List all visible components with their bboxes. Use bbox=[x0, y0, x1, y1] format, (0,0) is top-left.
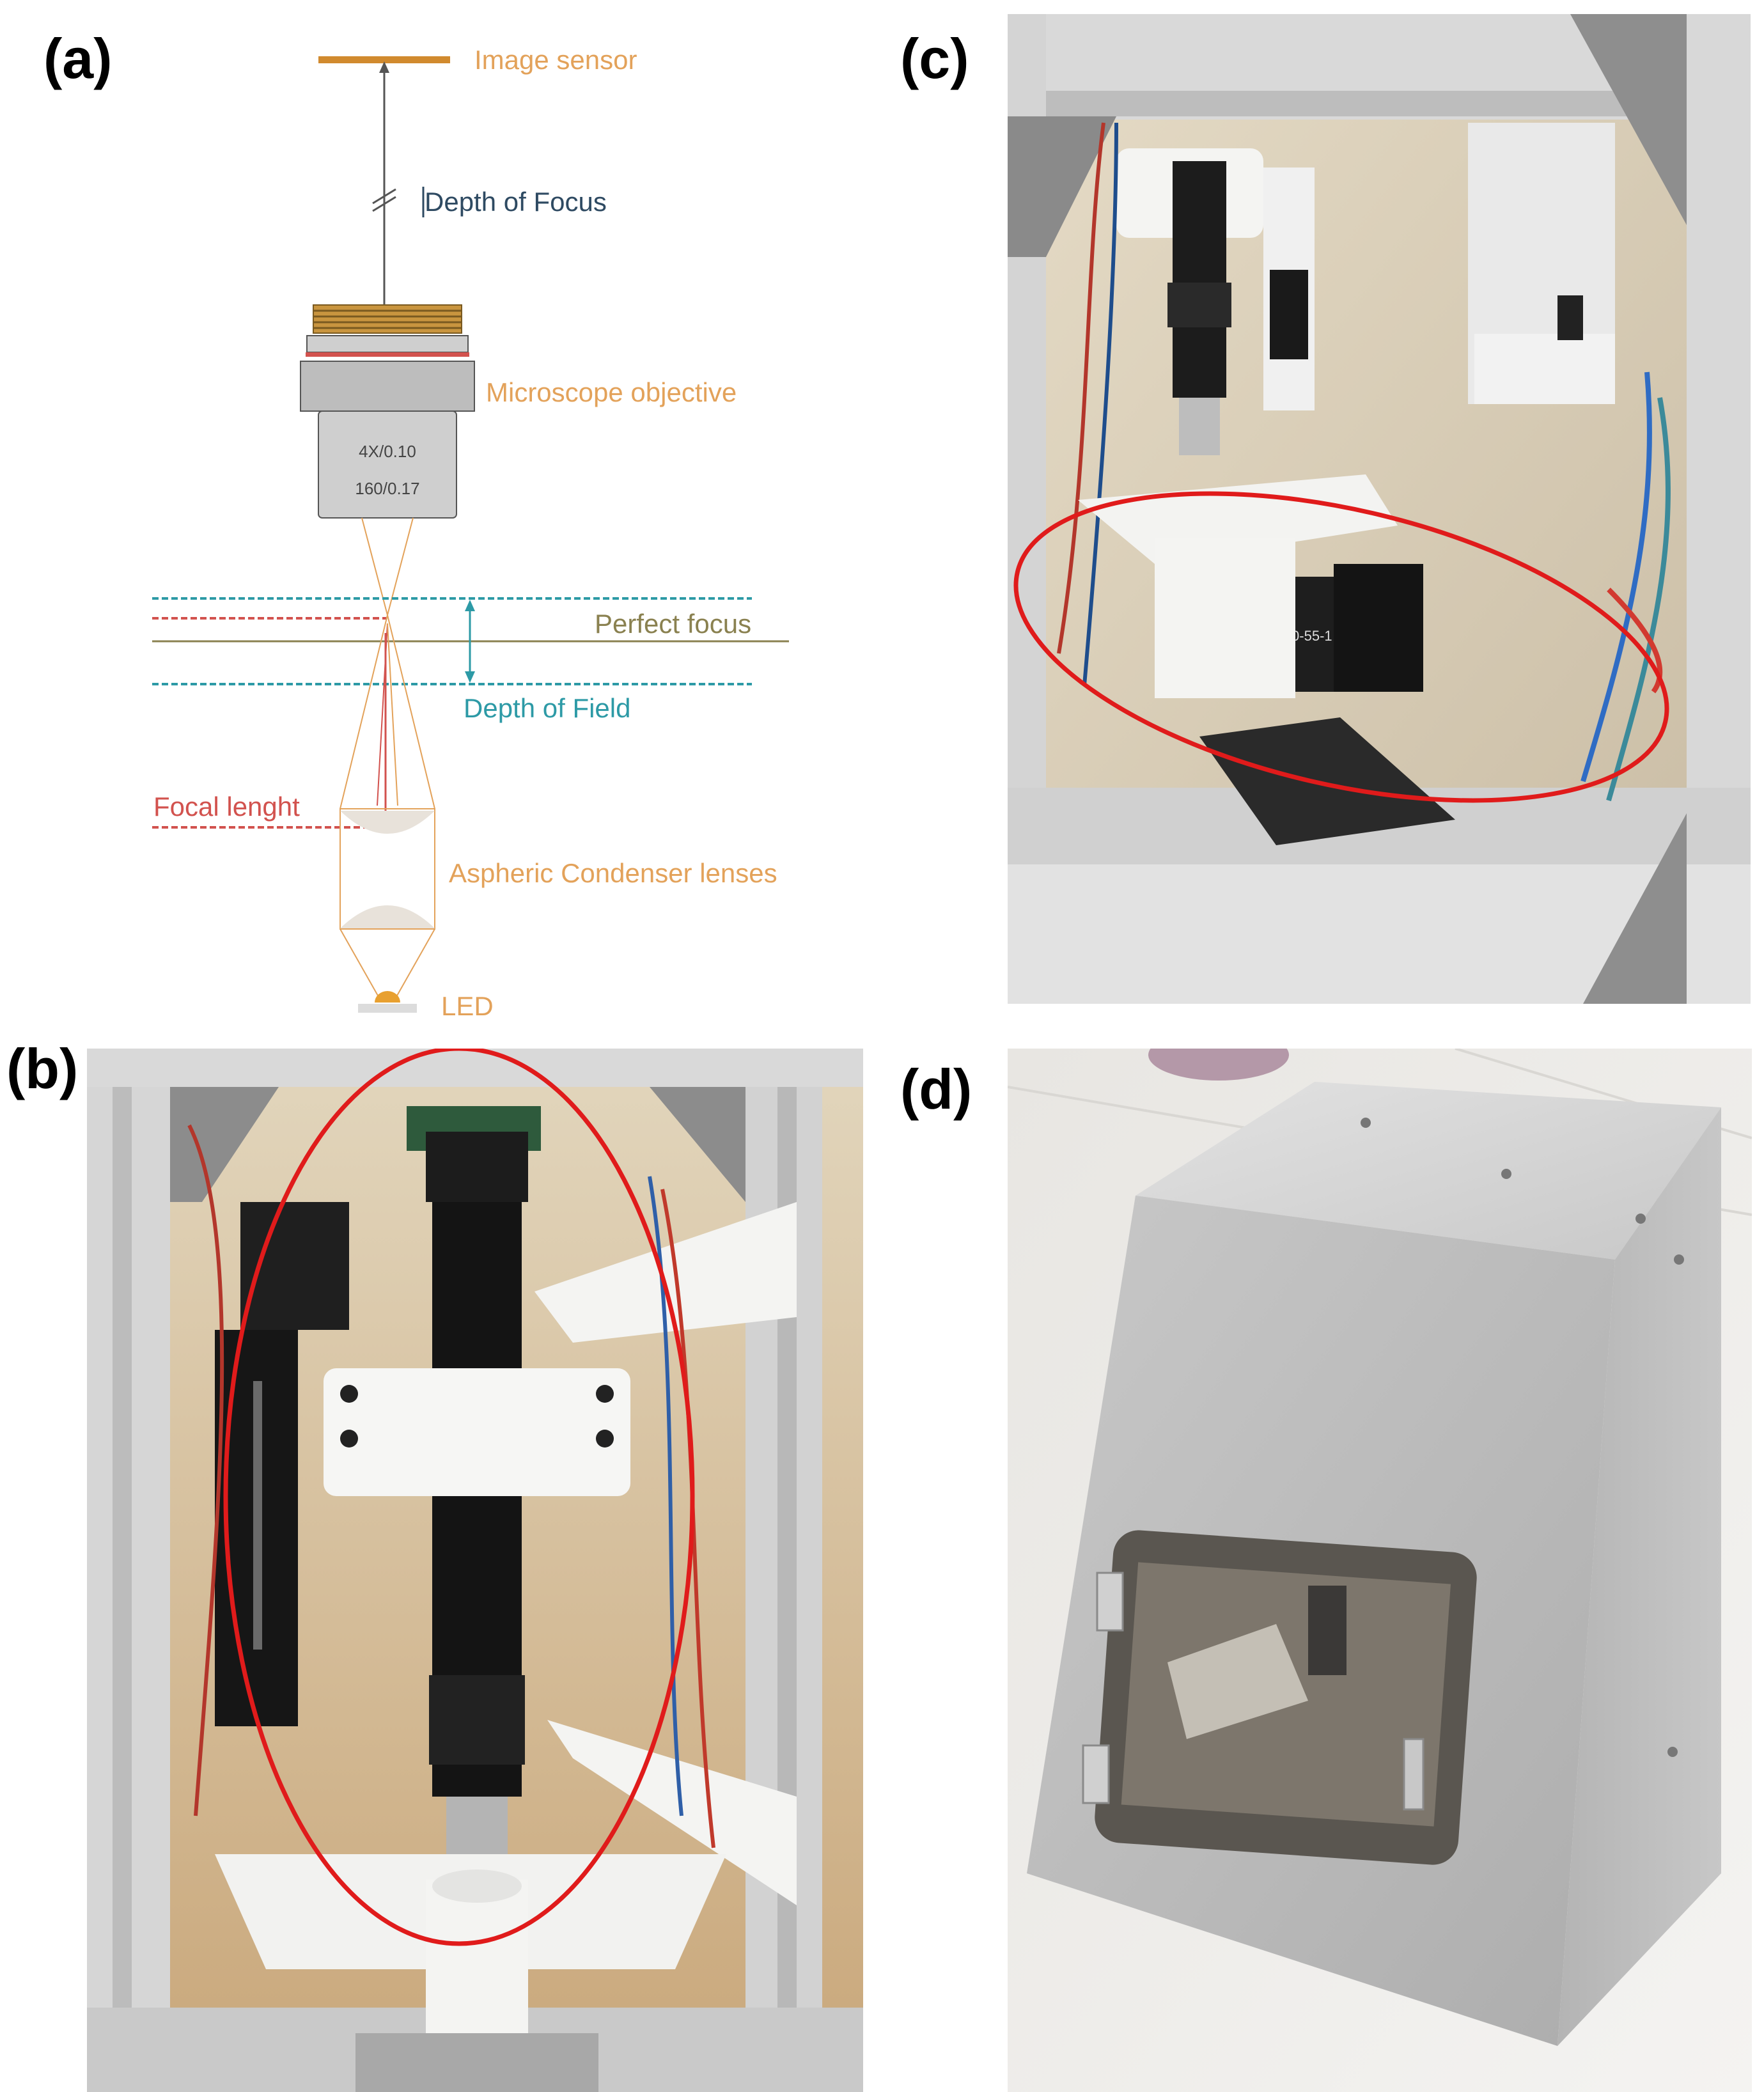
cone-line bbox=[387, 614, 435, 809]
background-object bbox=[1148, 1049, 1289, 1081]
highlight-ellipse bbox=[1013, 491, 1669, 803]
objective-magnification-text: 4X/0.10 bbox=[359, 442, 416, 461]
arrow-head-top bbox=[465, 600, 475, 611]
corner-bracket bbox=[1570, 14, 1687, 225]
photo-microscope-column bbox=[87, 1049, 863, 2092]
cable bbox=[187, 1124, 224, 1816]
support-arm bbox=[547, 1720, 797, 1905]
cable bbox=[1082, 122, 1118, 686]
focal-length-label: Focal lenght bbox=[153, 792, 300, 822]
cable bbox=[1607, 588, 1663, 694]
corner-bracket bbox=[1583, 813, 1687, 1004]
optical-schematic: Image sensor Depth of Focus 4X/0.10 160/… bbox=[152, 45, 789, 1021]
condenser-lenses-label: Aspheric Condenser lenses bbox=[449, 858, 777, 888]
cone-line bbox=[361, 517, 388, 616]
depth-of-focus-label: Depth of Focus bbox=[425, 187, 607, 217]
corner-bracket bbox=[650, 1087, 745, 1202]
objective-tube-text: 160/0.17 bbox=[355, 479, 419, 498]
cable bbox=[1581, 371, 1652, 783]
tube-clamp bbox=[324, 1368, 630, 1496]
led-icon bbox=[358, 991, 417, 1013]
window-hinge bbox=[1096, 1572, 1124, 1632]
photo-enclosed-device bbox=[1008, 1049, 1752, 2092]
corner-bracket bbox=[1008, 116, 1116, 257]
support-arm bbox=[535, 1202, 797, 1343]
window-hinge bbox=[1082, 1744, 1110, 1804]
cable bbox=[1057, 122, 1105, 654]
panel-label-c: (c) bbox=[900, 27, 969, 90]
objective-tube bbox=[1173, 161, 1226, 398]
panel-label-d: (d) bbox=[900, 1058, 972, 1121]
cable bbox=[1606, 397, 1671, 802]
highlight-ellipse bbox=[223, 1049, 695, 1946]
frame-top-rail bbox=[87, 1049, 863, 1087]
arrow-head-bottom bbox=[465, 671, 475, 683]
microscope-objective-label: Microscope objective bbox=[486, 377, 737, 407]
cone-line bbox=[340, 614, 388, 809]
condenser-lenses-icon bbox=[340, 808, 435, 1002]
panel-label-a: (a) bbox=[43, 27, 113, 90]
depth-of-field-label: Depth of Field bbox=[464, 693, 630, 723]
axis-break-mark bbox=[372, 188, 396, 205]
corner-bracket bbox=[170, 1087, 279, 1202]
panel-label-b: (b) bbox=[6, 1037, 79, 1100]
enclosure-top bbox=[1136, 1082, 1721, 1260]
arrow-head-top bbox=[379, 61, 389, 73]
axis-break-mark-2 bbox=[372, 196, 396, 212]
microscope-objective-icon bbox=[300, 304, 475, 519]
cone-line bbox=[387, 623, 398, 806]
window-latch bbox=[1403, 1738, 1424, 1811]
photo-stage-assembly: 28-00-55-1 bbox=[1008, 14, 1751, 1004]
image-sensor-bar bbox=[318, 56, 450, 63]
led-label: LED bbox=[441, 991, 494, 1021]
enclosure-side bbox=[1557, 1107, 1721, 2046]
image-sensor-label: Image sensor bbox=[474, 45, 637, 75]
cone-line bbox=[387, 517, 414, 616]
perfect-focus-label: Perfect focus bbox=[595, 609, 751, 639]
